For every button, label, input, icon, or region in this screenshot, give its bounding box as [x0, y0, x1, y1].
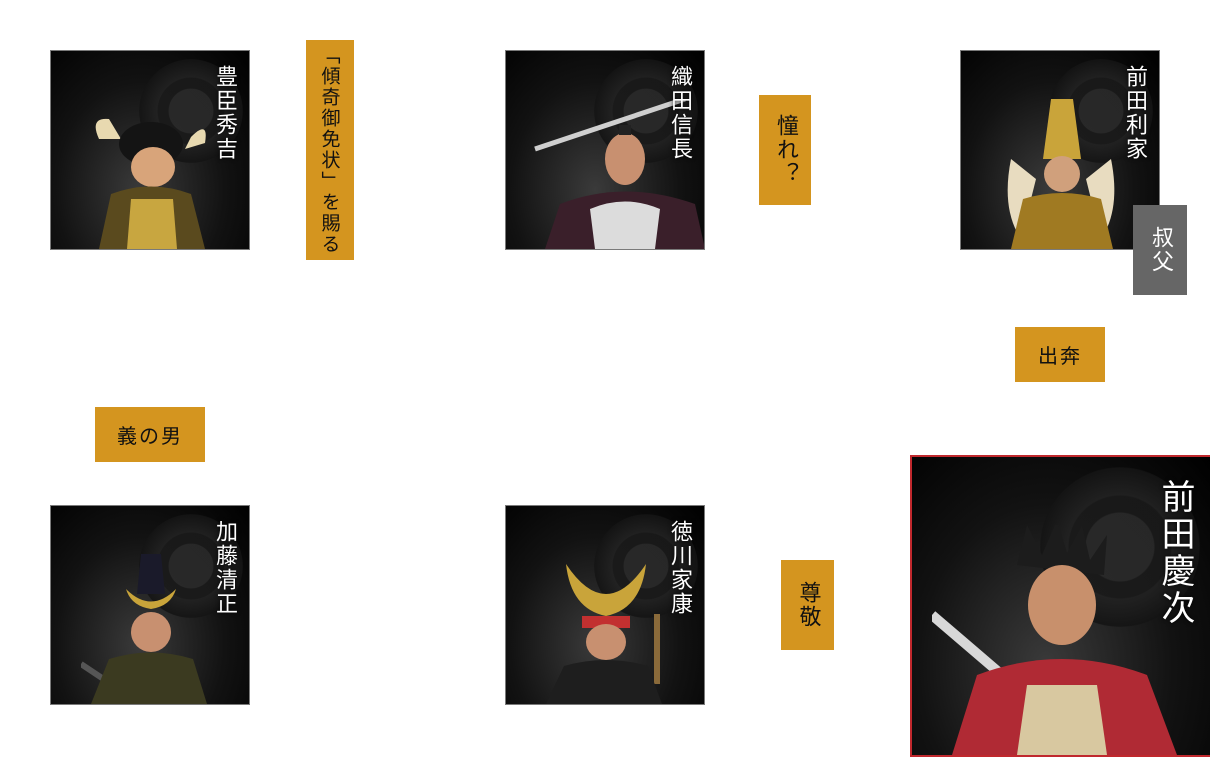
character-card-oda[interactable]: 織田信長	[505, 50, 705, 250]
character-name: 加藤清正	[212, 520, 237, 616]
maeda-toshiie-portrait	[1007, 99, 1115, 249]
character-card-tokugawa[interactable]: 徳川家康	[505, 505, 705, 705]
tokugawa-portrait	[546, 564, 662, 704]
oda-portrait	[534, 99, 704, 249]
character-name: 織田信長	[667, 65, 692, 161]
maeda-keiji-portrait	[932, 525, 1177, 755]
character-card-maeda-keiji[interactable]: 前田慶次	[910, 455, 1210, 757]
character-name: 豊臣秀吉	[212, 65, 237, 161]
character-card-kato[interactable]: 加藤清正	[50, 505, 250, 705]
relation-tag-man-of-justice: 義の男	[95, 407, 205, 462]
character-card-toyotomi[interactable]: 豊臣秀吉	[50, 50, 250, 250]
character-name: 徳川家康	[667, 520, 692, 616]
toyotomi-portrait	[95, 118, 206, 249]
character-card-maeda-toshiie[interactable]: 前田利家	[960, 50, 1160, 250]
relation-tag-runaway: 出奔	[1015, 327, 1105, 382]
relation-tag-uncle: 叔父	[1133, 205, 1187, 295]
character-name: 前田利家	[1122, 65, 1147, 161]
relation-tag-respect: 尊敬	[781, 560, 834, 650]
character-name: 前田慶次	[1155, 479, 1195, 627]
relation-tag-admiration: 憧れ？	[759, 95, 811, 205]
kato-portrait	[81, 554, 207, 704]
relation-tag-kabuki-license: 「傾奇御免状」を賜る	[306, 40, 354, 260]
